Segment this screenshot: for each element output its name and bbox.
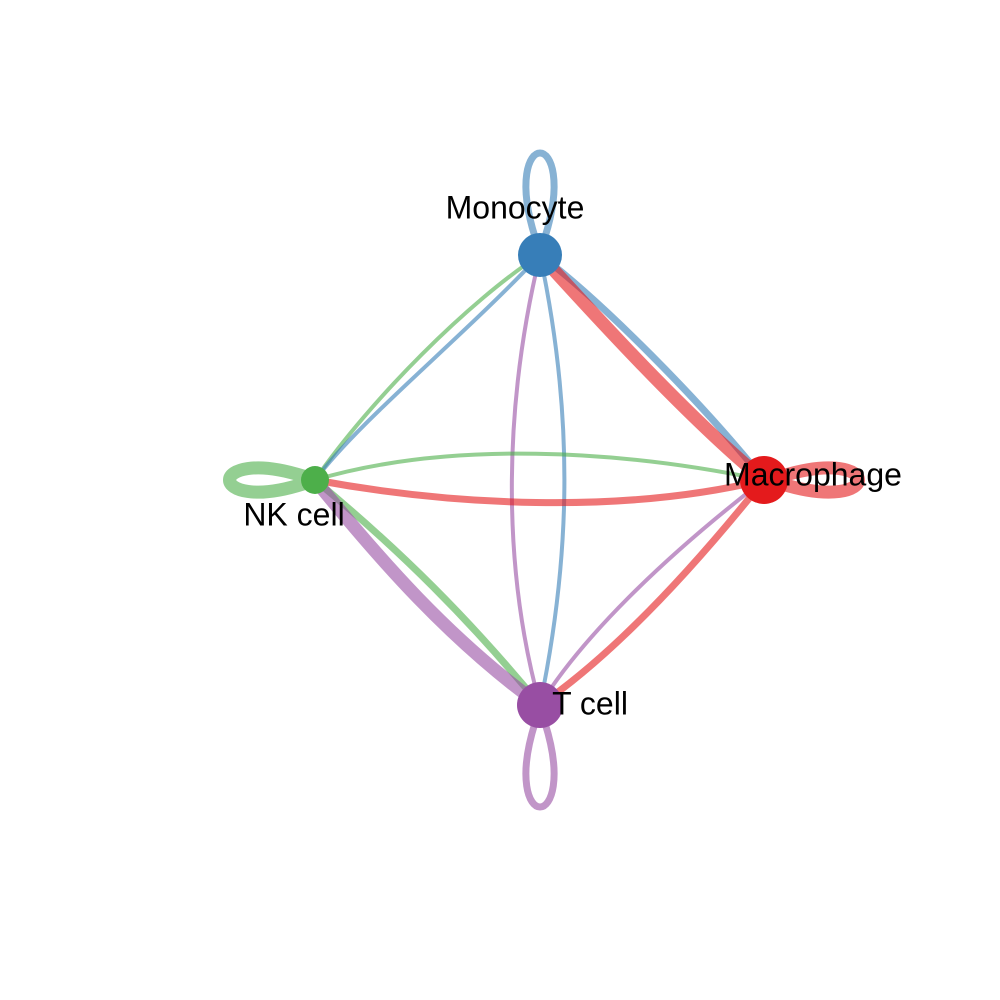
node-monocyte <box>518 233 562 277</box>
edge-monocyte-to-nk <box>313 253 542 482</box>
edge-nk-to-macrophage <box>313 451 766 482</box>
edge-macrophage-to-macrophage <box>775 461 865 499</box>
edge-tcell-to-monocyte <box>509 253 542 707</box>
nodes-layer <box>301 233 788 728</box>
edge-macrophage-to-monocyte <box>533 248 771 487</box>
edge-macrophage-to-tcell <box>536 476 768 709</box>
node-label-tcell: T cell <box>552 685 628 721</box>
node-nk <box>301 466 329 494</box>
node-macrophage <box>740 456 788 504</box>
edge-tcell-to-tcell <box>522 719 558 811</box>
node-tcell <box>517 682 563 728</box>
edge-nk-to-tcell <box>311 476 544 709</box>
edge-nk-to-monocyte <box>313 253 542 482</box>
edge-monocyte-to-monocyte <box>522 149 558 241</box>
edge-macrophage-to-nk <box>311 476 768 507</box>
edge-tcell-to-macrophage <box>538 478 766 707</box>
edge-monocyte-to-tcell <box>538 253 567 707</box>
node-label-monocyte: Monocyte <box>446 189 585 225</box>
edges-layer <box>223 149 865 811</box>
edge-tcell-to-nk <box>308 473 547 712</box>
edge-nk-to-nk <box>223 461 310 499</box>
node-label-macrophage: Macrophage <box>724 456 902 492</box>
node-label-nk: NK cell <box>243 496 344 532</box>
